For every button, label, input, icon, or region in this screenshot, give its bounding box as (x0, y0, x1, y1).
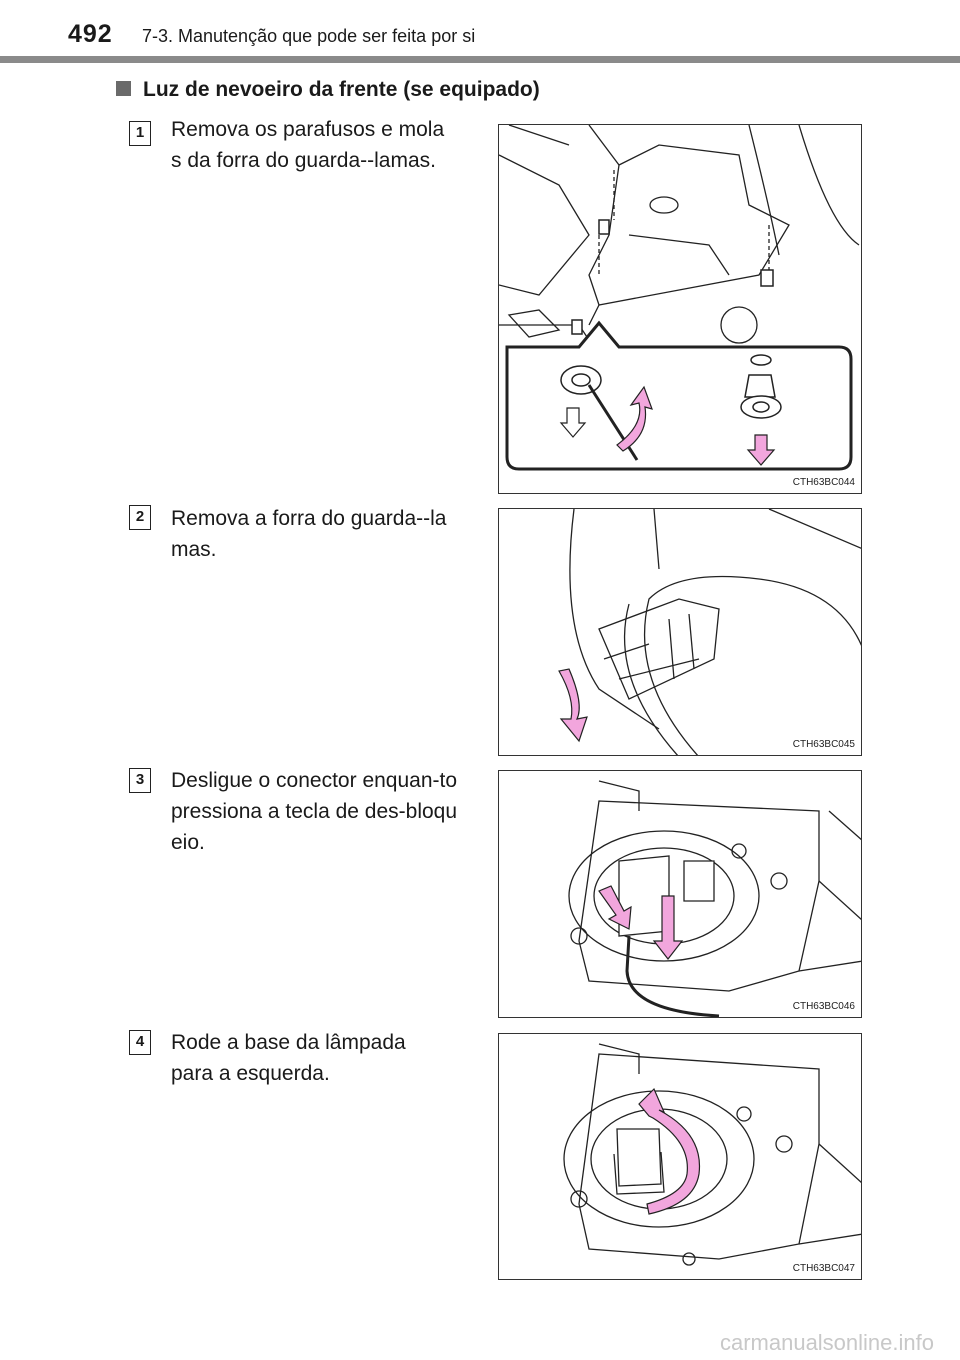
step-instruction: Remova a forra do guarda--lamas. (171, 503, 471, 565)
fender-liner-removal-illustration (558, 509, 861, 755)
step-number-badge: 1 (129, 121, 151, 146)
connector-illustration (568, 780, 861, 1017)
step-number-badge: 4 (129, 1030, 151, 1055)
instruction-text: Rode a base da lâmpada para a esquerda. (171, 1031, 406, 1085)
step-instruction: Rode a base da lâmpada para a esquerda. (171, 1027, 471, 1089)
page-header: 492 7-3. Manutenção que pode ser feita p… (0, 0, 960, 63)
step-number-badge: 3 (129, 768, 151, 793)
figure-rotate-bulb-base: CTH63BC047 (498, 1033, 862, 1280)
step-instruction: Desligue o conector enquan-to pressiona … (171, 765, 471, 858)
instruction-text: Remova os parafusos e molas da forra do … (171, 118, 445, 172)
step-number-badge: 2 (129, 505, 151, 530)
header-rule (0, 56, 960, 63)
fender-liner-illustration (499, 125, 860, 471)
step-instruction: Remova os parafusos e molas da forra do … (171, 114, 471, 176)
square-bullet-icon (116, 81, 131, 96)
chapter-title: 7-3. Manutenção que pode ser feita por s… (142, 26, 476, 46)
figure-fender-liner-screws: CTH63BC044 (498, 124, 862, 494)
bulb-base-illustration (563, 1043, 861, 1266)
section-title-text: Luz de nevoeiro da frente (se equipado) (143, 78, 540, 101)
figure-code: CTH63BC046 (792, 1001, 855, 1012)
instruction-text: Desligue o conector enquan-to pressiona … (171, 769, 458, 854)
figure-code: CTH63BC044 (792, 477, 855, 488)
page-number: 492 (68, 20, 113, 48)
section-title: Luz de nevoeiro da frente (se equipado) (116, 78, 540, 102)
figure-remove-fender-liner: CTH63BC045 (498, 508, 862, 756)
figure-code: CTH63BC045 (792, 739, 855, 750)
figure-disconnect-connector: CTH63BC046 (498, 770, 862, 1018)
watermark: carmanualsonline.info (719, 1330, 934, 1355)
figure-code: CTH63BC047 (792, 1263, 855, 1274)
instruction-text: Remova a forra do guarda--lamas. (171, 507, 447, 561)
